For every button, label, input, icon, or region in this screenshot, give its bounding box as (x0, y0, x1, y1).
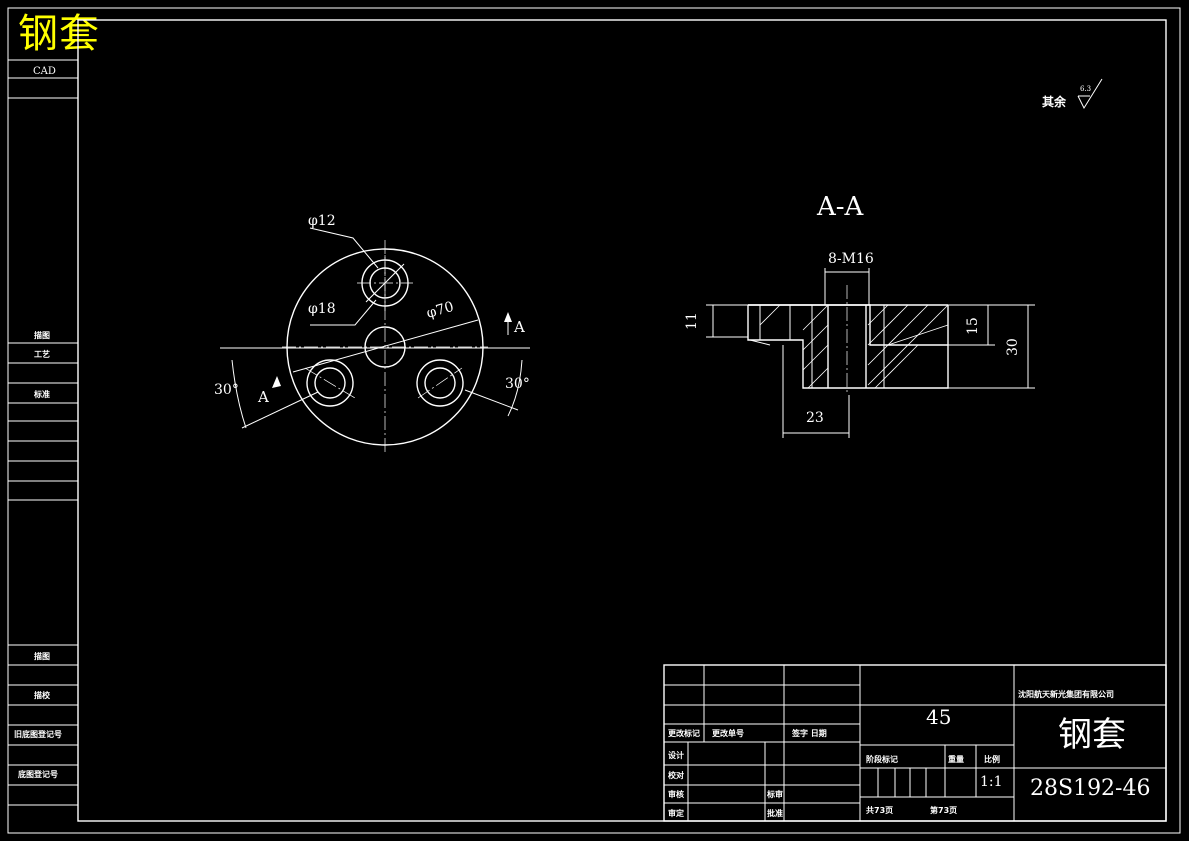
dim-outer-diameter: φ70 (425, 299, 456, 322)
scale-value: 1:1 (980, 774, 1003, 790)
dim-counterbore-diameter: φ18 (308, 301, 336, 317)
left-strip: CAD 描图 工艺 标准 描图 描校 旧底图登记号 底图登记号 (8, 59, 78, 806)
approve2-label: 批准 (767, 808, 783, 818)
sheet-number: 第73页 (930, 805, 957, 815)
dim-hole-diameter: φ12 (308, 213, 336, 229)
angle-right: 30° (505, 376, 530, 392)
dim-left-height: 11 (684, 312, 700, 330)
scale-label: 比例 (984, 754, 1000, 764)
section-mark-left: A (257, 388, 269, 406)
rev-doc-label: 更改单号 (712, 728, 744, 738)
left-strip-label-5: 描校 (34, 690, 51, 700)
left-hole-outer (306, 359, 354, 407)
material: 45 (926, 705, 951, 729)
left-strip-label-3: 标准 (33, 389, 50, 399)
section-view: A-A 8-M16 (684, 192, 1035, 438)
company-name: 沈阳航天新光集团有限公司 (1018, 689, 1114, 699)
standard-label: 标审 (766, 789, 783, 799)
check-label: 校对 (668, 770, 684, 780)
dim-right-total: 30 (1005, 338, 1021, 356)
weight-label: 重量 (948, 754, 964, 764)
review-label: 审核 (668, 789, 684, 799)
angle-left: 30° (214, 382, 239, 398)
title-block: 沈阳航天新光集团有限公司 45 钢套 28S192-46 阶段标记 重量 比例 … (663, 664, 1167, 822)
left-hole-inner (314, 367, 346, 399)
sheets-total: 共73页 (866, 805, 893, 815)
dim-thread: 8-M16 (828, 251, 874, 267)
left-strip-label-7: 底图登记号 (17, 769, 58, 779)
outer-frame (7, 7, 1181, 834)
roughness-note: 其余 6.3 (1042, 78, 1103, 110)
roughness-prefix: 其余 (1042, 94, 1067, 109)
approve-label: 审定 (668, 808, 684, 818)
section-mark-right: A (513, 318, 525, 336)
dim-bottom: 23 (806, 410, 824, 426)
left-strip-label-6: 旧底图登记号 (14, 729, 62, 739)
rev-marks-label: 更改标记 (668, 728, 700, 738)
inner-frame (77, 19, 1167, 822)
part-name: 钢套 (1058, 715, 1126, 755)
front-view: φ70 φ12 φ18 30° 30° A A (214, 213, 530, 452)
right-hole-inner (424, 367, 456, 399)
dim-right-inner: 15 (965, 317, 981, 335)
left-strip-label-4: 描图 (34, 651, 50, 661)
design-label: 设计 (668, 750, 684, 760)
cad-label: CAD (33, 66, 56, 77)
sign-date-label: 签字 日期 (791, 728, 827, 738)
left-strip-label-2: 工艺 (34, 349, 50, 359)
left-strip-label-1: 描图 (34, 330, 50, 340)
center-hole (364, 326, 406, 368)
stage-label: 阶段标记 (866, 754, 898, 764)
right-hole-outer (416, 359, 464, 407)
drawing-number: 28S192-46 (1030, 776, 1150, 801)
roughness-value: 6.3 (1080, 85, 1091, 93)
section-label: A-A (816, 192, 865, 222)
